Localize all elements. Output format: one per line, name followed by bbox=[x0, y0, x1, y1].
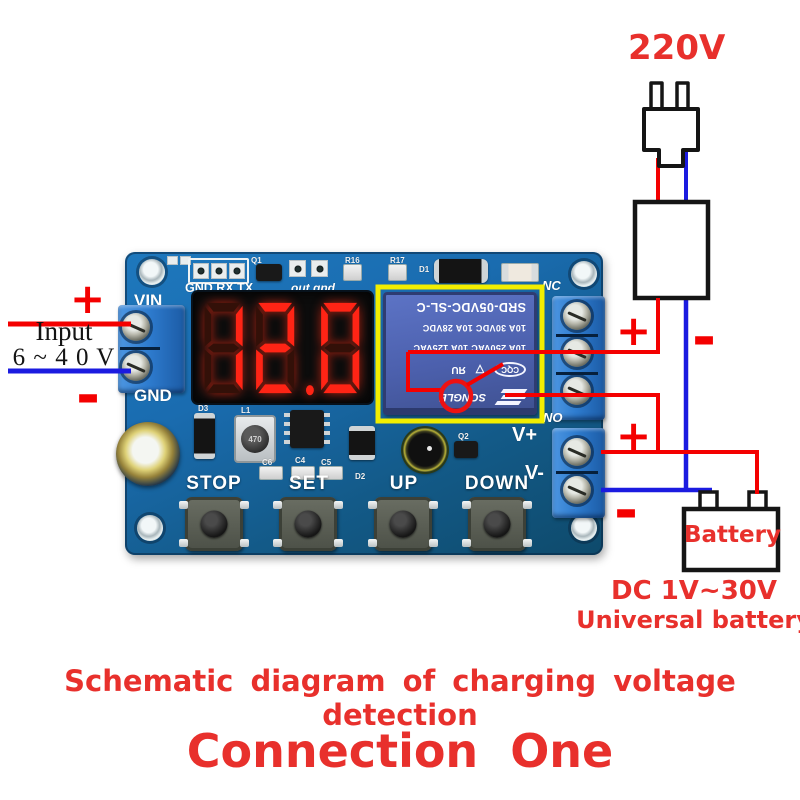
plug-icon bbox=[642, 81, 700, 168]
battery-minus-sign: - bbox=[614, 476, 639, 544]
v-minus-screw bbox=[563, 476, 591, 504]
capacitor-c6 bbox=[259, 466, 283, 480]
capacitor-c5 bbox=[319, 466, 343, 480]
silkscreen-r17: R17 bbox=[390, 256, 405, 265]
label-220v: 220V bbox=[628, 28, 726, 68]
pcb-board: GND RX TX Q1 out gnd R16 R17 D1 VIN GND bbox=[116, 252, 605, 555]
down-button[interactable] bbox=[462, 497, 532, 551]
buzzer bbox=[403, 428, 447, 472]
capacitor-c4 bbox=[291, 466, 315, 480]
caption-schematic: Schematic diagram of charging voltage de… bbox=[64, 664, 736, 732]
diode-d1 bbox=[434, 259, 488, 283]
battery-terminal-neg bbox=[698, 490, 719, 513]
button-label-stop: STOP bbox=[186, 473, 242, 494]
up-button[interactable] bbox=[368, 497, 438, 551]
button-label-up: UP bbox=[389, 473, 419, 494]
battery-terminal-block bbox=[552, 428, 605, 518]
set-button[interactable] bbox=[273, 497, 343, 551]
mount-hole-top-right bbox=[571, 261, 597, 287]
fiducial-pad bbox=[180, 256, 191, 265]
power-adapter-box bbox=[632, 199, 711, 301]
inductor-value: 470 bbox=[248, 434, 262, 444]
silkscreen-no: NO bbox=[543, 410, 563, 425]
resistor-r17 bbox=[388, 264, 407, 281]
silkscreen-l1: L1 bbox=[241, 406, 251, 415]
ic-soic8 bbox=[284, 410, 330, 448]
silkscreen-q2: Q2 bbox=[458, 432, 469, 441]
silkscreen-out-gnd: out gnd bbox=[291, 281, 335, 295]
electrolytic-capacitor bbox=[116, 422, 180, 486]
adapter-plus-sign: + bbox=[616, 306, 652, 355]
adapter-minus-sign: - bbox=[692, 303, 717, 371]
input-range-label: 6 ~ 4 0 V bbox=[12, 344, 116, 371]
relay-brand: SONGLE bbox=[439, 391, 486, 403]
mount-hole-bottom-left bbox=[137, 515, 163, 541]
silkscreen-c4: C4 bbox=[295, 456, 306, 465]
caption-connection: Connection One bbox=[186, 724, 614, 778]
battery-terminal-pos bbox=[747, 490, 768, 513]
input-minus-sign: - bbox=[76, 361, 101, 429]
no-screw bbox=[563, 377, 591, 405]
stop-button[interactable] bbox=[179, 497, 249, 551]
resistor-r16 bbox=[343, 264, 362, 281]
display-digits bbox=[204, 302, 360, 396]
button-label-set: SET bbox=[289, 473, 329, 494]
diode-d3 bbox=[194, 413, 215, 459]
cqc-mark: CQC bbox=[494, 362, 526, 378]
relay-label: SONGLE CQC ▽ ЯU 10A 250VAC 10A 125VAC 10… bbox=[388, 297, 532, 410]
nc-screw bbox=[563, 302, 591, 330]
com-screw bbox=[563, 339, 591, 367]
silkscreen-d2: D2 bbox=[355, 472, 366, 481]
battery-caption-line2: Universal battery bbox=[576, 606, 800, 634]
silkscreen-gnd: GND bbox=[134, 386, 172, 405]
silkscreen-d3: D3 bbox=[198, 404, 209, 413]
relay-rating-ac: 10A 250VAC 10A 125VAC bbox=[413, 343, 526, 353]
v-plus-screw bbox=[563, 438, 591, 466]
input-label: Input bbox=[35, 316, 93, 346]
serial-header bbox=[188, 258, 249, 284]
relay-model: SRD-05VDC-SL-C bbox=[416, 300, 526, 314]
silkscreen-v-minus: V- bbox=[525, 462, 544, 484]
relay: SONGLE CQC ▽ ЯU 10A 250VAC 10A 125VAC 10… bbox=[383, 292, 537, 415]
smd-component bbox=[501, 263, 539, 282]
mount-hole-top-left bbox=[139, 259, 165, 285]
songle-logo-icon bbox=[494, 387, 528, 407]
battery-label: Battery bbox=[684, 522, 781, 548]
gnd-pad bbox=[311, 260, 328, 277]
out-pad bbox=[289, 260, 306, 277]
silkscreen-nc: NC bbox=[542, 278, 561, 293]
battery-plus-sign: + bbox=[616, 411, 652, 460]
transistor-q2 bbox=[454, 441, 478, 458]
seven-segment-display bbox=[193, 292, 372, 403]
silkscreen-d1: D1 bbox=[419, 265, 430, 274]
transistor-q1 bbox=[256, 264, 282, 281]
vde-triangle-icon: ▽ bbox=[475, 363, 485, 376]
silkscreen-c6: C6 bbox=[262, 458, 273, 467]
button-label-down: DOWN bbox=[464, 473, 530, 494]
silkscreen-gnd-rx-tx: GND RX TX bbox=[184, 281, 254, 295]
input-terminal-block bbox=[118, 305, 185, 393]
vin-screw bbox=[122, 313, 150, 341]
silkscreen-r16: R16 bbox=[345, 256, 360, 265]
silkscreen-q1: Q1 bbox=[251, 256, 262, 265]
silkscreen-v-plus: V+ bbox=[512, 424, 538, 446]
silkscreen-c5: C5 bbox=[321, 458, 332, 467]
relay-rating-dc: 10A 30VDC 10A 28VDC bbox=[422, 323, 526, 334]
input-plus-sign: + bbox=[70, 274, 106, 323]
mount-hole-bottom-right bbox=[571, 515, 597, 541]
battery-caption-line1: DC 1V~30V bbox=[610, 576, 778, 606]
relay-terminal-block bbox=[552, 296, 605, 420]
ul-mark: ЯU bbox=[451, 364, 466, 376]
inductor-l1: 470 bbox=[234, 415, 276, 463]
fiducial-pad bbox=[167, 256, 178, 265]
gnd-screw bbox=[122, 353, 150, 381]
diode-d2 bbox=[349, 426, 375, 460]
